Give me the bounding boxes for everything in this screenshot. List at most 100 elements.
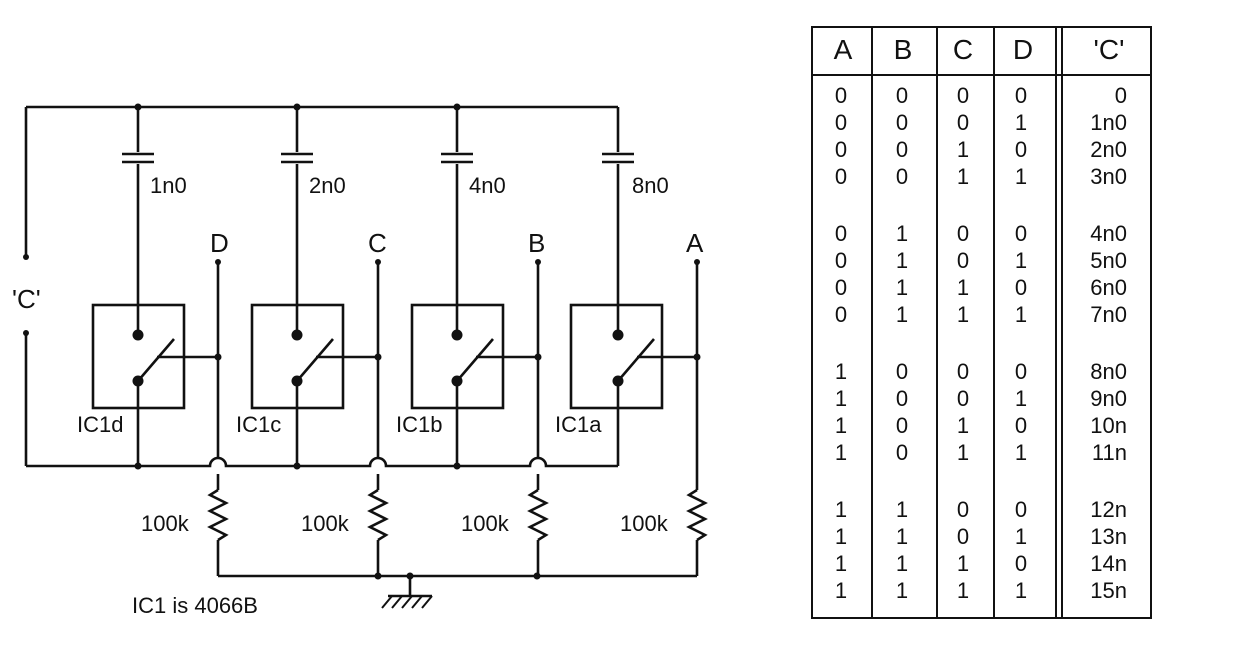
table-cell: 0	[1014, 137, 1028, 162]
resistor	[527, 488, 549, 542]
bottom-rail	[26, 456, 618, 468]
table-cell: 1	[1014, 302, 1028, 327]
table-cell: 0	[956, 221, 970, 246]
table-cell: 0	[1014, 221, 1028, 246]
column-divider	[936, 28, 938, 617]
capacitance-value: 0	[1114, 83, 1127, 108]
table-cell: 0	[1014, 497, 1028, 522]
table-cell: 1	[1014, 248, 1028, 273]
terminal-top-dot	[23, 254, 29, 260]
junction-dot	[214, 353, 222, 361]
column-divider	[871, 28, 873, 617]
stage-3: 4n0 B 100k IC1b	[396, 103, 549, 576]
capacitance-value: 14n	[1090, 551, 1127, 576]
table-cell: 1	[895, 275, 909, 300]
table-cell: 1	[956, 413, 970, 438]
resistor	[686, 488, 708, 542]
capacitor-label: 2n0	[309, 173, 346, 198]
switch-blade	[617, 338, 655, 382]
table-cell: 1	[895, 302, 909, 327]
table-cell: 1	[895, 578, 909, 603]
table-cell: 0	[895, 164, 909, 189]
capacitance-value: 4n0	[1090, 221, 1127, 246]
switch-contact	[291, 329, 303, 341]
control-input-label: A	[686, 228, 704, 258]
capacitance-value: 11n	[1091, 440, 1127, 465]
capacitance-value: 2n0	[1090, 137, 1127, 162]
table-cell: 1	[895, 497, 909, 522]
table-cell: 1	[895, 248, 909, 273]
switch-label: IC1d	[77, 412, 123, 437]
table-cell: 0	[834, 221, 848, 246]
junction-dot	[293, 462, 301, 470]
table-cell: 0	[834, 110, 848, 135]
capacitor-label: 1n0	[150, 173, 187, 198]
table-cell: 0	[895, 110, 909, 135]
switch-contact	[451, 329, 463, 341]
capacitance-value: 12n	[1090, 497, 1127, 522]
header-a: A	[833, 34, 853, 65]
table-cell: 1	[1014, 164, 1028, 189]
stage-2: 2n0 C 100k IC1c	[236, 103, 389, 576]
column-divider	[1055, 28, 1057, 617]
ic-note: IC1 is 4066B	[132, 593, 258, 618]
table-cell: 1	[834, 440, 848, 465]
terminal-label: 'C'	[12, 284, 41, 314]
table-cell: 0	[895, 359, 909, 384]
capacitance-value: 7n0	[1090, 302, 1127, 327]
resistor-label: 100k	[620, 511, 669, 536]
header-c: C	[952, 34, 974, 65]
table-cell: 0	[956, 386, 970, 411]
table-cell: 0	[956, 110, 970, 135]
table-cell: 1	[956, 137, 970, 162]
table-cell: 1	[895, 524, 909, 549]
table-cell: 0	[895, 137, 909, 162]
capacitor-switch-schematic: 'C' IC1 is 4066B 1n0 D 10	[12, 103, 708, 618]
table-cell: 0	[1014, 83, 1028, 108]
control-input-dot	[215, 259, 221, 265]
table-cell: 0	[956, 248, 970, 273]
switch-contact	[612, 329, 624, 341]
switch-label: IC1a	[555, 412, 602, 437]
table-cell: 0	[956, 524, 970, 549]
table-cell: 0	[834, 164, 848, 189]
header-d: D	[1012, 34, 1034, 65]
resistor-label: 100k	[141, 511, 190, 536]
table-cell: 0	[956, 359, 970, 384]
column-divider	[1061, 28, 1063, 617]
table-cell: 0	[895, 413, 909, 438]
table-cell: 0	[956, 497, 970, 522]
table-cell: 1	[834, 359, 848, 384]
switch-label: IC1b	[396, 412, 442, 437]
resistor	[207, 488, 229, 542]
table-cell: 0	[1014, 413, 1028, 438]
capacitance-value: 1n0	[1090, 110, 1127, 135]
capacitance-value: 15n	[1090, 578, 1127, 603]
resistor-label: 100k	[301, 511, 350, 536]
table-cell: 1	[834, 413, 848, 438]
switch-blade	[137, 338, 175, 382]
table-cell: 0	[895, 440, 909, 465]
capacitance-value: 10n	[1090, 413, 1127, 438]
capacitance-value: 3n0	[1090, 164, 1127, 189]
table-cell: 1	[834, 497, 848, 522]
table-cell: 0	[895, 83, 909, 108]
table-cell: 1	[956, 578, 970, 603]
terminal-bottom-dot	[23, 330, 29, 336]
table-cell: 0	[956, 83, 970, 108]
junction-dot	[453, 462, 461, 470]
control-input-dot	[375, 259, 381, 265]
table-cell: 0	[834, 302, 848, 327]
control-input-label: C	[368, 228, 387, 258]
switch-blade	[456, 338, 494, 382]
table-cell: 1	[834, 578, 848, 603]
table-cell: 1	[956, 302, 970, 327]
table-cell: 1	[895, 221, 909, 246]
table-cell: 0	[1014, 359, 1028, 384]
switch-contact	[132, 329, 144, 341]
table-cell: 0	[834, 83, 848, 108]
junction-dot	[374, 353, 382, 361]
header-b: B	[893, 34, 913, 65]
junction-dot	[534, 353, 542, 361]
